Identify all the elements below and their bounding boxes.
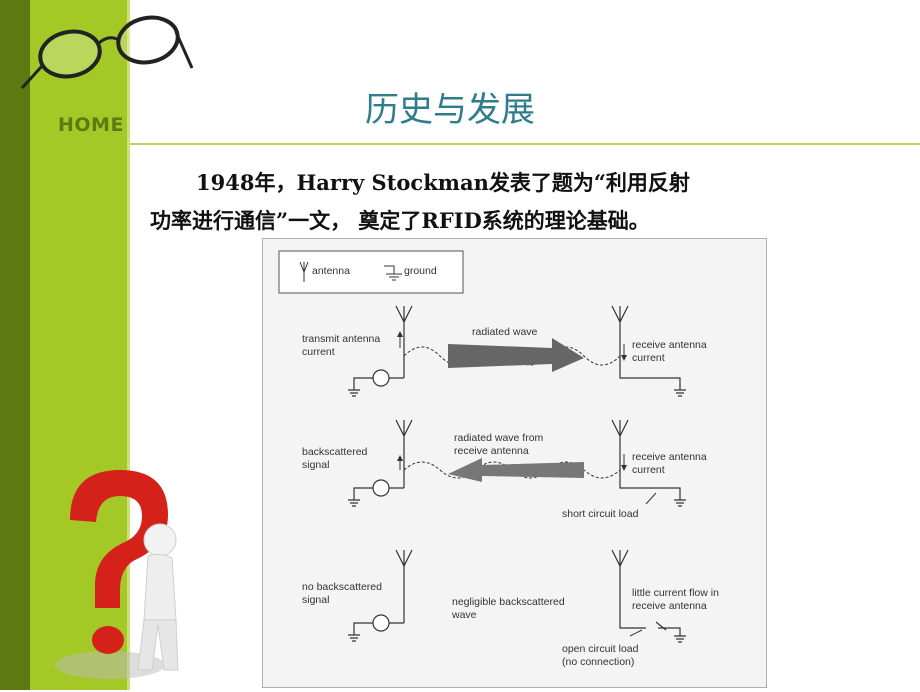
row3-left-label-2: signal [302, 594, 329, 606]
glasses-icon [20, 15, 194, 90]
sidebar-edge [127, 0, 130, 690]
row2-receiver [611, 419, 686, 507]
home-link[interactable]: HOME [58, 114, 124, 136]
row1-right-label-1: receive antenna [632, 339, 707, 351]
page-title: 历史与发展 [365, 90, 535, 130]
row1-left-label-1: transmit antenna [302, 333, 380, 345]
legend-ground-label: ground [404, 265, 437, 277]
row1-receiver [611, 305, 686, 397]
row3-load-label-2: (no connection) [562, 656, 634, 668]
title-underline [130, 143, 920, 145]
row3-receiver [611, 549, 686, 643]
row2-load-label: short circuit load [562, 508, 639, 520]
row2-wave-label-1: radiated wave from [454, 432, 544, 444]
row2-right-label-2: current [632, 464, 665, 476]
row3-load-label-1: open circuit load [562, 643, 639, 655]
row2-transmitter [348, 419, 413, 507]
row3-mid-label-1: negligible backscattered [452, 596, 565, 608]
row2-right-label-1: receive antenna [632, 451, 707, 463]
paragraph-line-1: 1948年，Harry Stockman发表了题为“利用反射 [196, 170, 690, 195]
legend-antenna-label: antenna [312, 265, 350, 277]
paragraph-line-2: 功率进行通信”一文， 奠定了RFID系统的理论基础。 [150, 208, 650, 233]
row3-right-label-2: receive antenna [632, 600, 707, 612]
row3-right-label-1: little current flow in [632, 587, 719, 599]
row1-wave-label: radiated wave [472, 326, 538, 338]
legend-ground-icon [384, 265, 402, 281]
sidebar-dark-stripe [0, 0, 30, 690]
row3-left-label-1: no backscattered [302, 581, 382, 593]
row3-mid-label-2: wave [451, 609, 477, 621]
question-mark-figure-icon [55, 470, 179, 679]
intro-paragraph: 1948年，Harry Stockman发表了题为“利用反射 功率进行通信”一文… [150, 164, 890, 240]
legend-antenna-icon [299, 261, 309, 282]
row2-left-label-1: backscattered [302, 446, 368, 458]
row3-transmitter [348, 549, 413, 642]
row1-right-label-2: current [632, 352, 665, 364]
legend-box: antenna ground [278, 250, 464, 294]
row1-transmitter [348, 305, 413, 397]
row2-wave-label-2: receive antenna [454, 445, 529, 457]
backscatter-diagram: antenna ground transmit antenna current … [261, 237, 768, 689]
row2-left-label-2: signal [302, 459, 329, 471]
row1-left-label-2: current [302, 346, 335, 358]
